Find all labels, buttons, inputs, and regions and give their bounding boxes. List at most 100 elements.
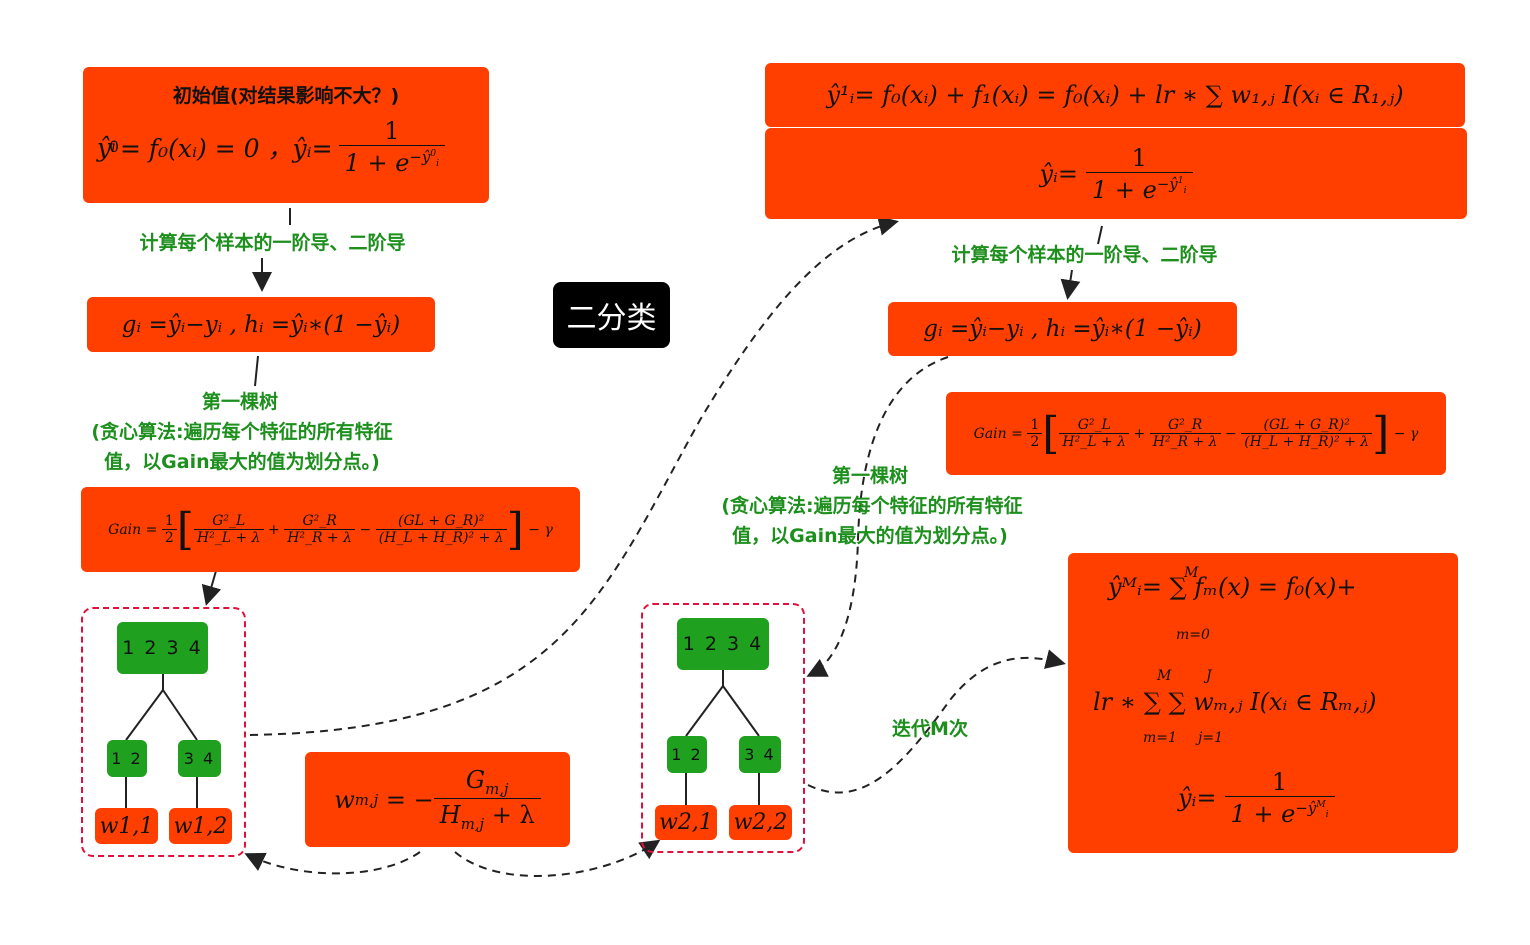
- tree-left-root: 1 2 3 4: [117, 622, 208, 674]
- right-top-sigmoid-fraction: 1 1 + e−ŷ1i: [1085, 143, 1193, 204]
- final-sum1-top: M: [1184, 565, 1199, 581]
- gain-term3-right: (GL + G_R)²(H_L + H_R)² + λ: [1241, 417, 1373, 450]
- formula-init-eq: = f₀(xᵢ) = 0 ，ŷᵢ=: [119, 134, 333, 163]
- weight-den-sub: m,j: [460, 814, 485, 833]
- gain-term3: (GL + G_R)²(H_L + H_R)² + λ: [375, 513, 507, 546]
- right-top-sigmoid-num: 1: [1131, 143, 1147, 172]
- right-top-sigmoid-lhs: ŷᵢ=: [1039, 159, 1078, 188]
- right-top-line1: ŷ¹ᵢ= f₀(xᵢ) + f₁(xᵢ) = f₀(xᵢ) + lr ∗ ∑ w…: [826, 81, 1404, 109]
- final-sum3-bottom: j=1: [1198, 730, 1223, 746]
- arrow-init-to-gh: [262, 208, 291, 288]
- final-sigmoid-num: 1: [1271, 768, 1288, 796]
- final-formula-box: ŷᴹᵢ= ∑ fₘ(x) = f₀(x)+ M m=0 lr ∗ ∑ ∑ wₘ,…: [1068, 553, 1458, 853]
- gain-term1-num-right: G²_L: [1077, 417, 1111, 433]
- first-tree-desc2-left: 值，以Gain最大的值为划分点。): [104, 451, 380, 473]
- gradient-hessian-formula-left: gᵢ =ŷᵢ−yᵢ , hᵢ =ŷᵢ∗(1 −ŷᵢ): [121, 311, 401, 338]
- weight-den: H: [439, 801, 461, 829]
- right-top-sigmoid-box: ŷᵢ= 1 1 + e−ŷ1i: [765, 128, 1467, 219]
- gain-bracket-open: [: [176, 503, 194, 555]
- gain-bracket-close: ]: [506, 503, 524, 555]
- derivative-label-left: 计算每个样本的一阶导、二阶导: [139, 232, 406, 254]
- gain-half-num-right: 1: [1030, 417, 1040, 433]
- weight-fraction: Gm,j Hm,j + λ: [433, 766, 541, 833]
- weight-lhs: w: [334, 785, 355, 814]
- first-tree-desc1-right: (贪心算法:遍历每个特征的所有特征: [721, 495, 1023, 517]
- derivative-label-right: 计算每个样本的一阶导、二阶导: [951, 244, 1218, 266]
- initial-value-title: 初始值(对结果影响不大？): [172, 85, 400, 107]
- tree-frame-left: [81, 607, 246, 857]
- gain-term2-num: G²_R: [302, 513, 337, 529]
- final-line1: ŷᴹᵢ= ∑ fₘ(x) = f₀(x)+: [1108, 573, 1356, 601]
- tree-frame-right: [641, 603, 805, 853]
- gain-lhs-right: Gain =: [973, 425, 1023, 442]
- gain-bracket-close-right: ]: [1372, 407, 1390, 459]
- gain-term1-den-right: H²_L + λ: [1059, 433, 1130, 450]
- final-sum2-bottom: m=1: [1143, 730, 1177, 746]
- gain-half-den: 2: [161, 529, 177, 546]
- tree-right-leaf-w21: w2,1: [655, 805, 717, 840]
- first-tree-title-left: 第一棵树: [201, 391, 278, 413]
- center-label-badge: 二分类: [553, 282, 670, 348]
- gain-term2-den-right: H²_R + λ: [1149, 433, 1221, 450]
- first-tree-desc1-left: (贪心算法:遍历每个特征的所有特征: [91, 421, 393, 443]
- tree-left-node-34: 3 4: [178, 740, 221, 777]
- gain-term3-num: (GL + G_R)²: [397, 513, 485, 529]
- tree-right-node-12: 1 2: [667, 736, 707, 773]
- right-top-formula-box: ŷ¹ᵢ= f₀(xᵢ) + f₁(xᵢ) = f₀(xᵢ) + lr ∗ ∑ w…: [765, 63, 1465, 127]
- final-line2-text: lr ∗ ∑ ∑ wₘ,ⱼ I(xᵢ ∈ Rₘ,ⱼ): [1093, 688, 1377, 716]
- gradient-hessian-box-right: gᵢ =ŷᵢ−yᵢ , hᵢ =ŷᵢ∗(1 −ŷᵢ): [888, 302, 1237, 356]
- gain-term3-den-right: (H_L + H_R)² + λ: [1241, 433, 1373, 450]
- gain-term3-den: (H_L + H_R)² + λ: [375, 529, 507, 546]
- arrow-right-top-to-label: [1097, 225, 1103, 245]
- formula-yhat: ŷ: [97, 132, 112, 162]
- final-sum2-top: M: [1157, 668, 1172, 684]
- first-tree-desc2-right: 值，以Gain最大的值为划分点。): [732, 525, 1008, 547]
- sigmoid-numerator: 1: [384, 117, 400, 145]
- tree-right-leaf-w22: w2,2: [729, 805, 792, 840]
- weight-num: G: [465, 766, 486, 795]
- tree-right-root: 1 2 3 4: [677, 618, 769, 670]
- iterate-label: 迭代M次: [892, 718, 968, 740]
- gradient-hessian-box-left: gᵢ =ŷᵢ−yᵢ , hᵢ =ŷᵢ∗(1 −ŷᵢ): [87, 297, 435, 352]
- sigmoid-denominator: 1 + e: [344, 149, 410, 177]
- tree-right-node-34: 3 4: [739, 736, 781, 773]
- final-sum3-top: J: [1206, 668, 1212, 684]
- weight-eq: = −: [385, 785, 434, 814]
- gain-lhs: Gain =: [108, 521, 158, 538]
- gain-tail-right: − γ: [1393, 425, 1419, 442]
- gain-half-num: 1: [164, 513, 174, 529]
- weight-den-tail: + λ: [491, 801, 535, 829]
- tree-left-leaf-w11: w1,1: [95, 808, 158, 844]
- arrow-label-to-gh-right: [1060, 269, 1081, 300]
- first-tree-title-right: 第一棵树: [831, 465, 908, 487]
- final-line2: lr ∗ ∑ ∑ wₘ,ⱼ I(xᵢ ∈ Rₘ,ⱼ): [1093, 688, 1376, 716]
- final-line3: ŷᵢ= 1 1 + e−ŷMi: [1178, 768, 1335, 828]
- final-sigmoid-fraction: 1 1 + e−ŷMi: [1224, 768, 1335, 828]
- final-line1-text: ŷᴹᵢ= ∑ fₘ(x) = f₀(x)+: [1108, 573, 1357, 601]
- weight-num-sub: m,j: [485, 780, 509, 798]
- dashed-tree2-to-final: [807, 649, 1066, 794]
- gain-term2-den: H²_R + λ: [284, 529, 356, 546]
- dashed-tree1-to-right-top: [249, 216, 899, 736]
- gain-term3-num-right: (GL + G_R)²: [1263, 417, 1350, 433]
- tree-left-leaf-w12: w1,2: [169, 808, 232, 844]
- dashed-weight-to-tree2: [454, 839, 661, 877]
- gain-bracket-open-right: [: [1042, 407, 1060, 459]
- dashed-gh-right-to-tree2: [806, 356, 949, 677]
- arrow-gh-to-label: [254, 355, 259, 387]
- weight-lhs-sub: m,j: [354, 790, 379, 809]
- tree-left-node-12: 1 2: [107, 740, 147, 777]
